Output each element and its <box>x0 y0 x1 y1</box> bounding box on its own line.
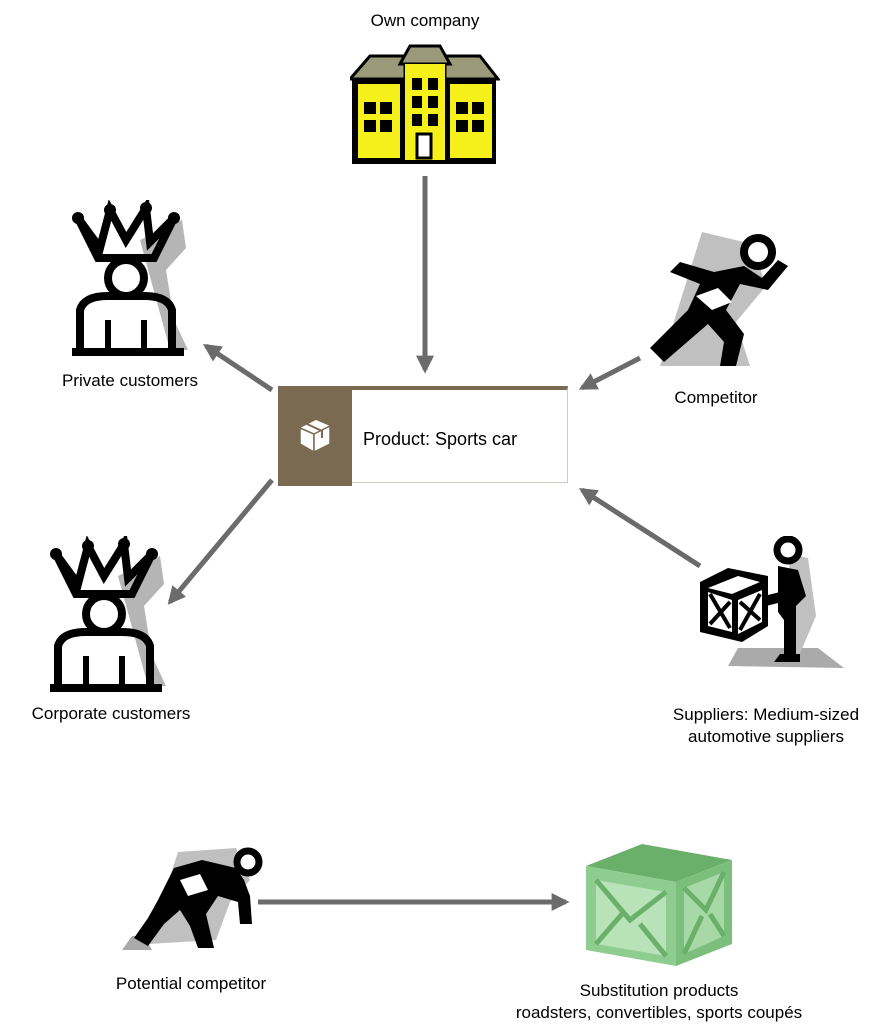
label-suppliers: Suppliers: Medium-sized automotive suppl… <box>650 704 882 748</box>
label-competitor: Competitor <box>674 388 758 407</box>
label-suppliers-line1: Suppliers: Medium-sized <box>672 705 860 724</box>
product-label: Product: Sports car <box>363 429 518 449</box>
label-suppliers-line2: automotive suppliers <box>688 727 844 746</box>
product-tag <box>278 386 352 486</box>
arrow-competitor-to-product <box>578 355 642 391</box>
label-private-customers: Private customers <box>61 371 199 390</box>
package-icon <box>299 420 331 454</box>
green-box-icon <box>586 844 732 966</box>
label-substitution-line1: Substitution products <box>579 981 739 1000</box>
crowned-person-icon <box>50 536 166 692</box>
label-potential-competitor: Potential competitor <box>115 974 267 993</box>
person-carrying-box-icon <box>700 536 844 668</box>
sprinter-start-icon <box>122 847 263 950</box>
crowned-person-icon <box>72 200 188 356</box>
label-substitution-line2: roadsters, convertibles, sports coupés <box>515 1003 803 1022</box>
arrow-product-to-private <box>203 343 274 393</box>
label-corporate-customers: Corporate customers <box>31 704 191 723</box>
building-icon <box>350 44 500 164</box>
label-own-company: Own company <box>370 11 480 30</box>
arrow-suppliers-to-product <box>578 487 702 569</box>
label-substitution-products: Substitution products roadsters, convert… <box>464 980 854 1024</box>
runner-icon <box>650 232 788 366</box>
arrow-product-to-corporate <box>167 478 274 605</box>
product-box[interactable]: Product: Sports car <box>278 386 568 486</box>
